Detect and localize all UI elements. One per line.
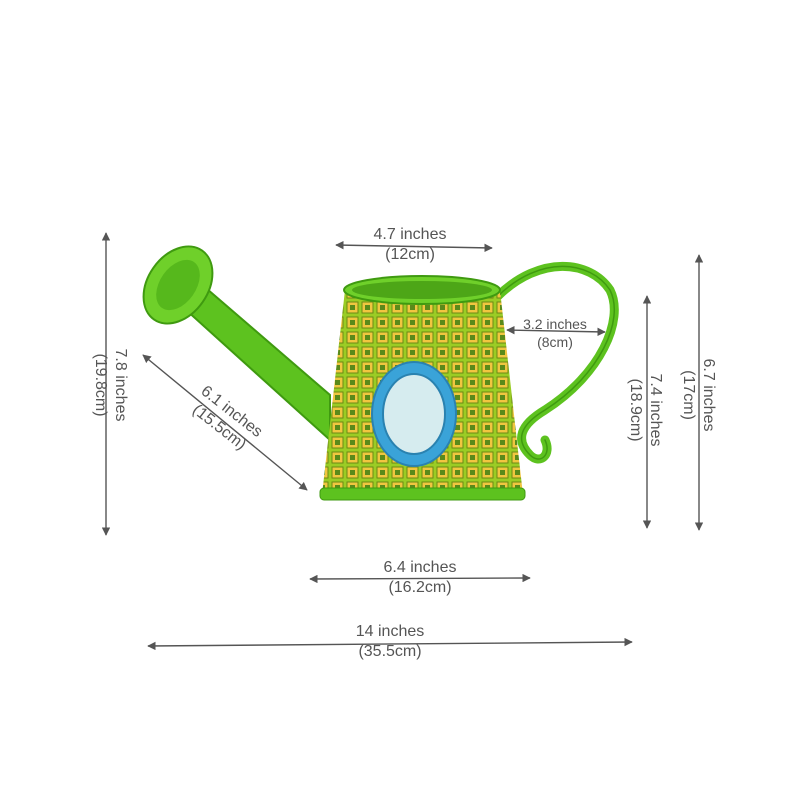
arrow-handle-depth xyxy=(506,325,606,337)
total-length-inches: 14 inches xyxy=(355,623,425,640)
bottom-width-inches: 6.4 inches xyxy=(383,559,457,576)
total-height-inches: 7.8 inches xyxy=(112,348,129,422)
arrow-top-width xyxy=(335,240,493,253)
handle-depth-cm: (8cm) xyxy=(537,334,573,350)
bottom-width-cm: (16.2cm) xyxy=(388,579,452,596)
handle-height-cm: (18.9cm) xyxy=(627,378,644,442)
mirror-frame xyxy=(371,361,457,467)
top-width-cm: (12cm) xyxy=(385,246,435,263)
dimension-label-total-length: 14 inches (35.5cm) xyxy=(290,622,490,662)
handle xyxy=(493,262,619,464)
body-height-cm: (17cm) xyxy=(680,370,697,420)
handle-height-inches: 7.4 inches xyxy=(647,373,664,447)
total-length-cm: (35.5cm) xyxy=(358,643,422,660)
handle-depth-inches: 3.2 inches xyxy=(523,316,587,332)
arrow-spout-length xyxy=(142,354,308,491)
top-width-inches: 4.7 inches xyxy=(373,226,447,243)
dimension-label-top-width: 4.7 inches (12cm) xyxy=(320,225,500,265)
arrow-total-length xyxy=(147,637,633,651)
dimension-label-body-height: 6.7 inches (17cm) xyxy=(678,325,718,465)
total-height-cm: (19.8cm) xyxy=(92,353,109,417)
body-height-inches: 6.7 inches xyxy=(700,358,717,432)
dimension-label-handle-depth: 3.2 inches (8cm) xyxy=(505,315,605,351)
dimension-label-handle-height: 7.4 inches (18.9cm) xyxy=(625,340,665,480)
arrow-bottom-width xyxy=(309,573,531,584)
dimension-arrows xyxy=(101,232,704,651)
dimension-label-total-height: 7.8 inches (19.8cm) xyxy=(90,315,130,455)
dimension-label-bottom-width: 6.4 inches (16.2cm) xyxy=(320,558,520,598)
